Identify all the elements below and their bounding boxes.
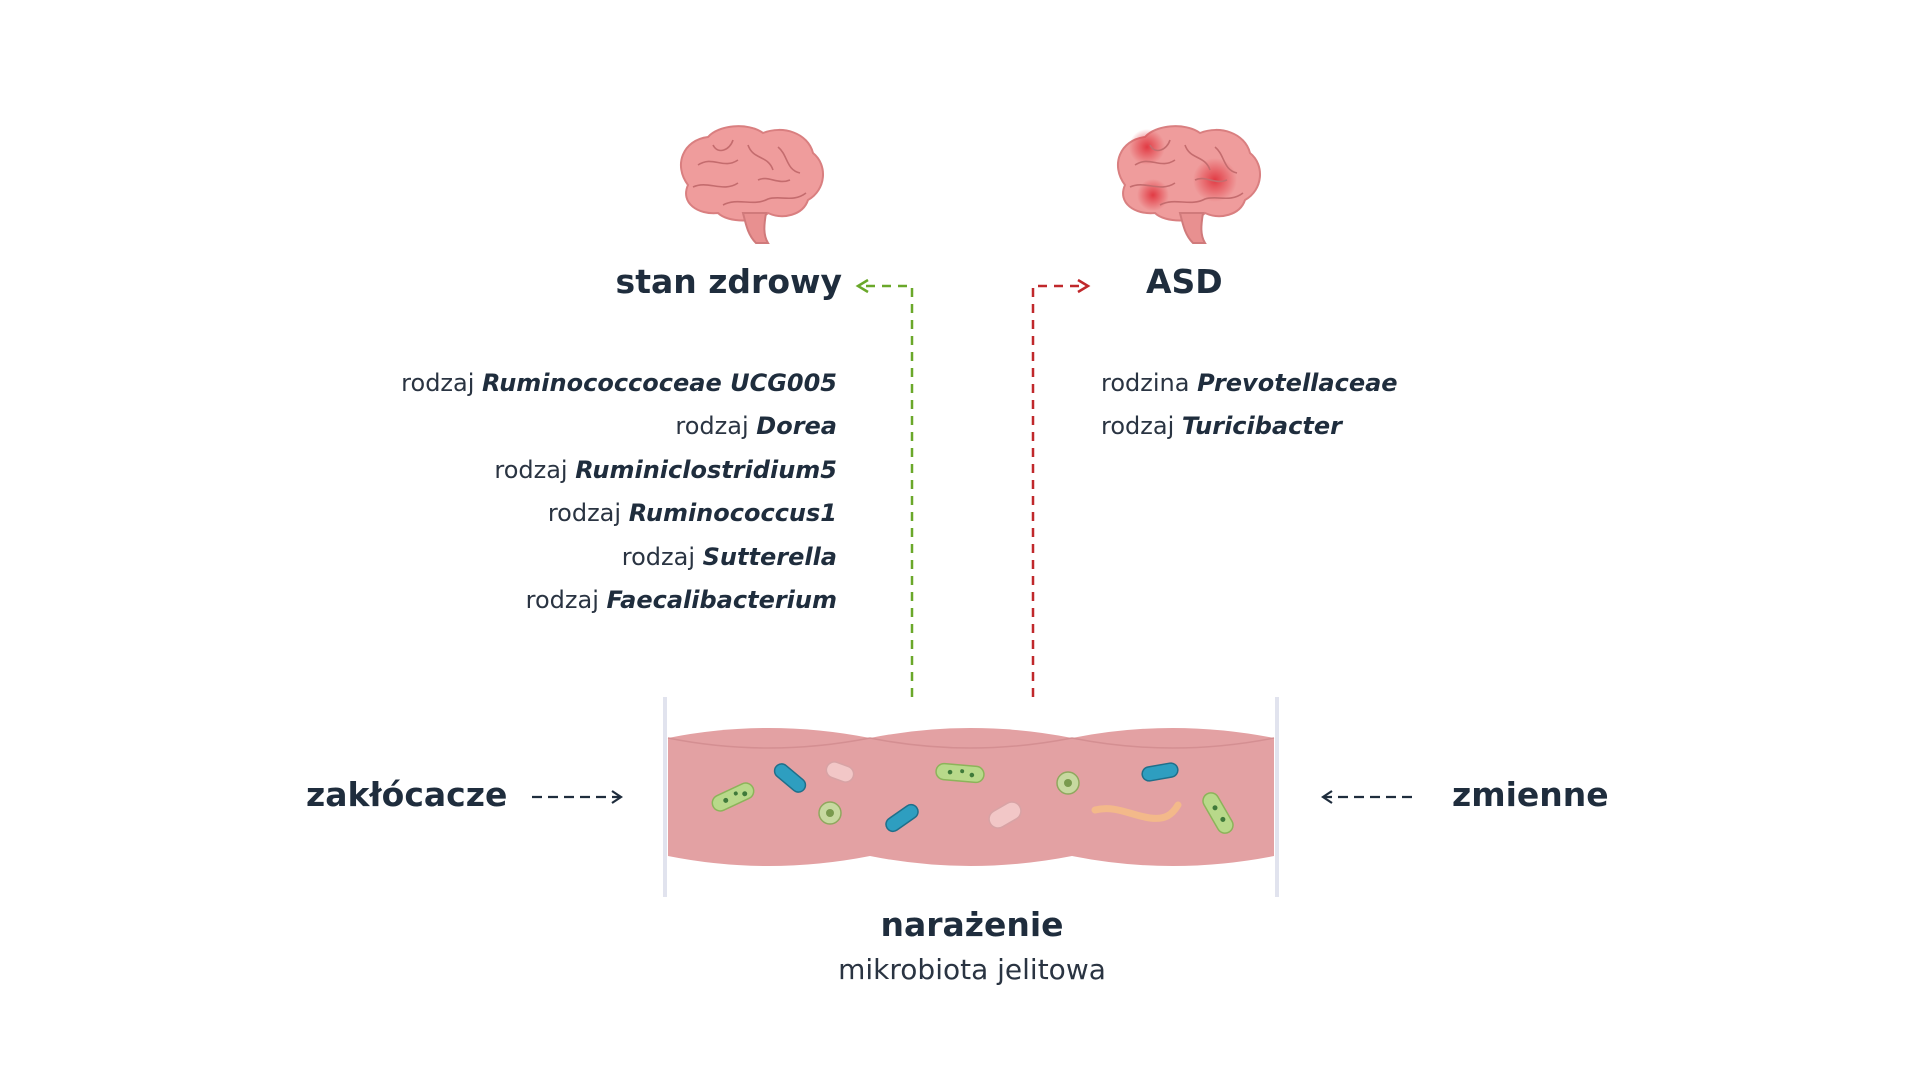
- confounders-label: zakłócacze: [306, 775, 508, 814]
- asd-title: ASD: [1146, 262, 1223, 301]
- exposure-title: narażenie: [880, 905, 1064, 944]
- exposure-subtitle: mikrobiota jelitowa: [838, 953, 1106, 986]
- gut-segment: [663, 697, 1279, 897]
- bacteria-group: [711, 761, 1234, 834]
- healthy-taxon: rodzaj Dorea: [675, 412, 837, 440]
- asd-taxon: rodzaj Turicibacter: [1101, 412, 1342, 440]
- healthy-taxon: rodzaj Sutterella: [621, 543, 837, 571]
- healthy-arrow: [855, 278, 914, 697]
- healthy-taxon: rodzaj Ruminiclostridium5: [494, 456, 837, 484]
- asd-brain-icon: [1116, 125, 1262, 244]
- asd-taxon: rodzina Prevotellaceae: [1101, 369, 1398, 397]
- healthy-taxon: rodzaj Ruminococcus1: [547, 499, 837, 527]
- healthy-brain-icon: [679, 125, 825, 244]
- healthy-taxon: rodzaj Ruminococcoceae UCG005: [401, 369, 837, 397]
- variables-arrow: [1321, 790, 1412, 804]
- asd-arrow: [1031, 278, 1091, 697]
- healthy-taxon: rodzaj Faecalibacterium: [525, 586, 837, 614]
- healthy-title: stan zdrowy: [615, 262, 842, 301]
- variables-label: zmienne: [1452, 775, 1609, 814]
- confounders-arrow: [532, 790, 623, 804]
